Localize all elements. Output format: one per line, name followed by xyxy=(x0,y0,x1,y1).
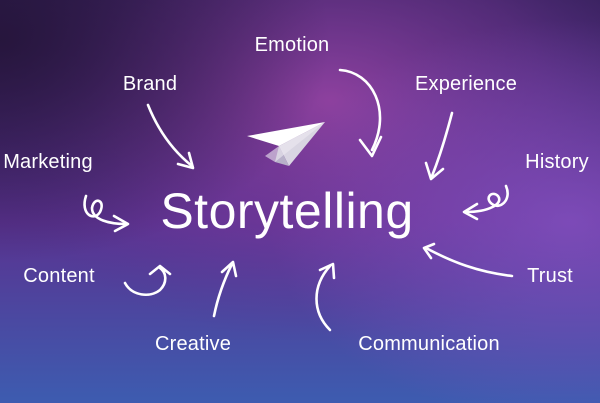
concept-emotion: Emotion xyxy=(254,34,330,56)
arrow-brand xyxy=(146,103,195,170)
arrow-marketing xyxy=(83,194,130,233)
central-term: Storytelling xyxy=(160,183,414,239)
concept-marketing: Marketing xyxy=(3,151,93,173)
concept-creative: Creative xyxy=(154,333,232,355)
arrow-content xyxy=(123,264,172,297)
concept-content: Content xyxy=(23,265,95,287)
concept-experience: Experience xyxy=(414,73,518,95)
paper-plane-icon xyxy=(247,122,325,166)
concept-communication: Communication xyxy=(358,333,500,355)
arrow-emotion xyxy=(338,68,383,158)
arrow-history xyxy=(462,184,509,221)
arrow-communication xyxy=(315,262,336,332)
arrow-trust xyxy=(422,242,514,278)
concept-history: History xyxy=(525,151,589,173)
arrow-creative xyxy=(212,260,238,318)
arrow-experience xyxy=(424,111,454,181)
concept-trust: Trust xyxy=(527,265,573,287)
concept-brand: Brand xyxy=(122,73,178,95)
